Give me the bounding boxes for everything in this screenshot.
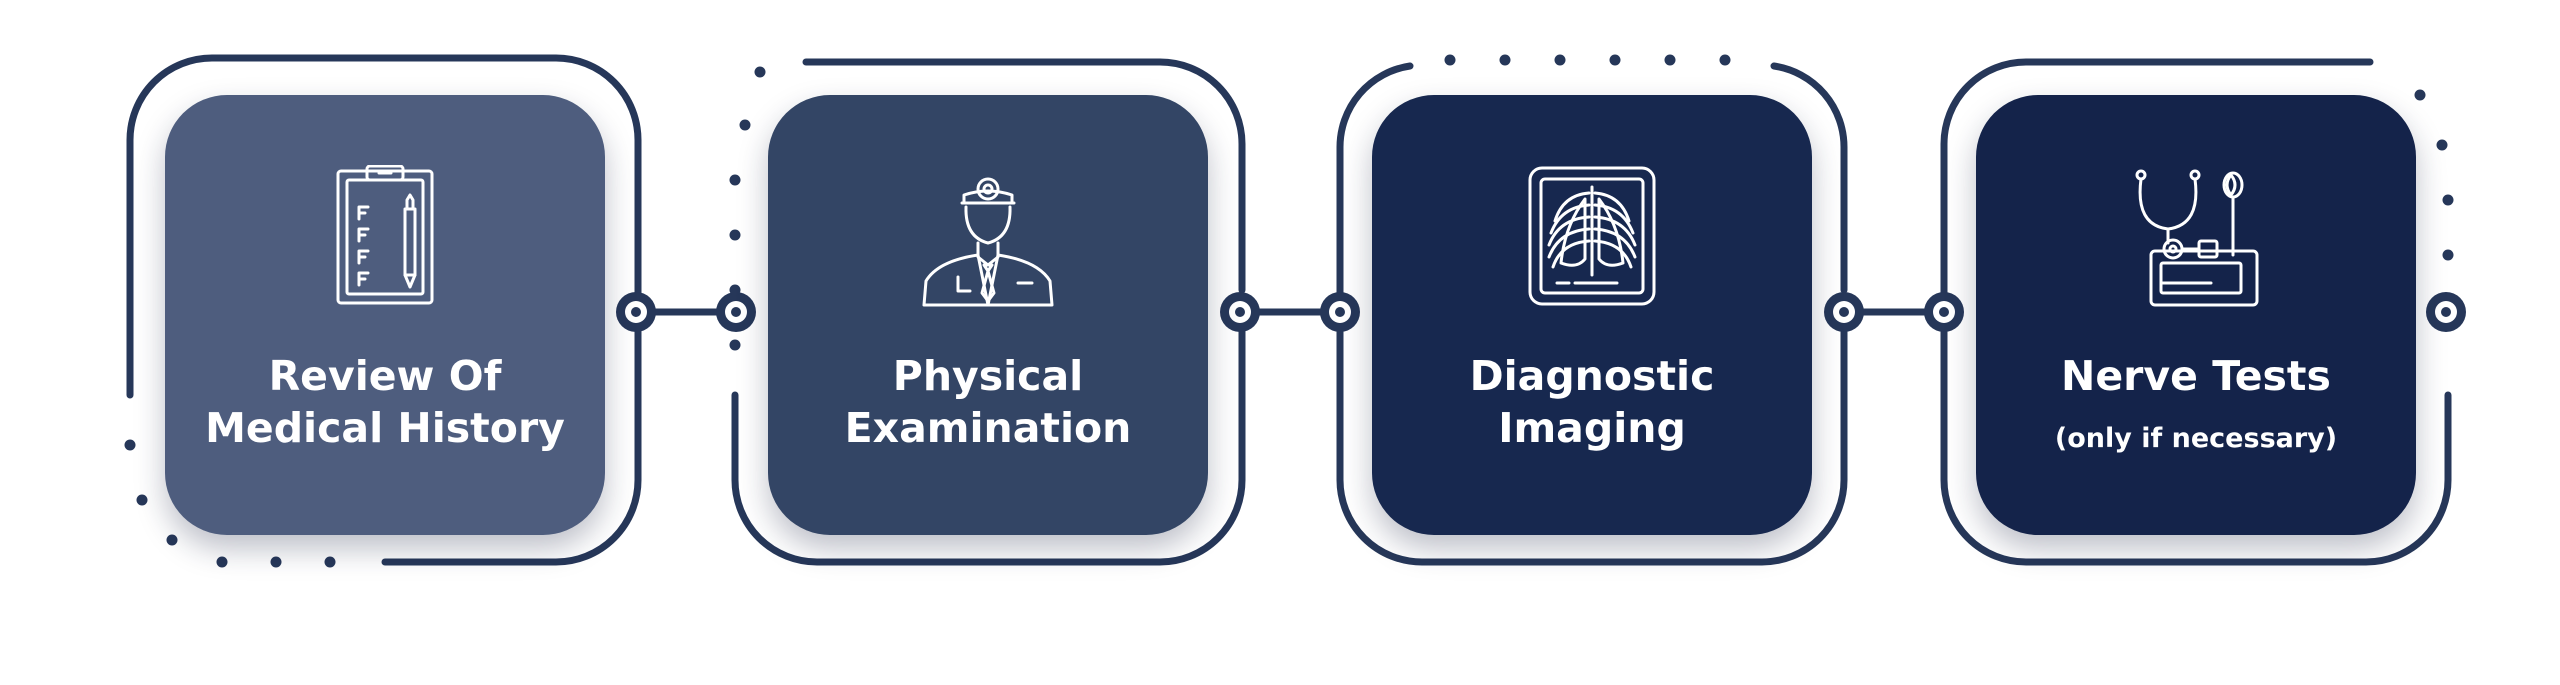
step-card-physical-examination: Physical Examination: [768, 95, 1208, 535]
dotted-segments: [124, 54, 2454, 568]
doctor-icon: [922, 177, 1054, 307]
node-3: [1220, 292, 1260, 332]
frame-4-arc: [1940, 58, 2452, 566]
frame-3-arc-right: [1770, 62, 1848, 294]
node-5: [1824, 292, 1864, 332]
frame-3-arc-left: [1336, 62, 1848, 566]
step-card-review-medical-history: Review Of Medical History: [165, 95, 605, 535]
node-6: [1924, 292, 1964, 332]
frame-2-arc-top: [802, 58, 1246, 294]
step-3-title-line1: Diagnostic: [1469, 352, 1715, 400]
node-1: [616, 292, 656, 332]
connector-nodes: [616, 292, 2466, 332]
step-4-subtitle: (only if necessary): [2054, 423, 2338, 454]
frame-1-arc: [126, 54, 642, 566]
step-4-title: Nerve Tests: [2061, 352, 2331, 400]
step-3-title-line2: Imaging: [1498, 404, 1686, 452]
node-4: [1320, 292, 1360, 332]
frame-2-arc-bottom: [731, 326, 1246, 566]
stethoscope-monitor-icon: [2135, 169, 2259, 307]
step-2-title-line1: Physical: [892, 352, 1084, 400]
step-card-diagnostic-imaging: Diagnostic Imaging: [1372, 95, 1812, 535]
step-1-title-line2: Medical History: [205, 404, 565, 452]
clipboard-checklist-icon: [336, 165, 434, 305]
node-7: [2426, 292, 2466, 332]
node-2: [716, 292, 756, 332]
step-1-title-line1: Review Of: [268, 352, 502, 400]
step-card-nerve-tests: Nerve Tests (only if necessary): [1976, 95, 2416, 535]
step-2-title-line2: Examination: [844, 404, 1132, 452]
xray-chest-icon: [1528, 166, 1656, 306]
